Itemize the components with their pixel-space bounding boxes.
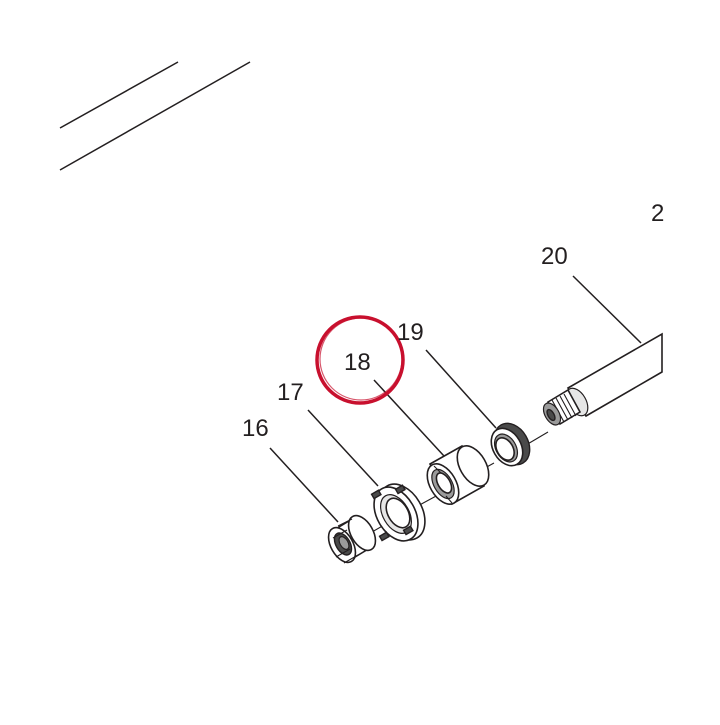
adjacent-part-edge: [59, 61, 251, 171]
label-19: 19: [397, 319, 424, 346]
part-19-ring: [490, 422, 531, 467]
part-labels: 16 17 18 19 20 2: [242, 200, 664, 442]
leader-20: [572, 275, 642, 344]
label-17: 17: [277, 379, 304, 406]
part-18-sleeve: [426, 444, 490, 506]
leader-17: [307, 409, 379, 487]
label-16: 16: [242, 415, 269, 442]
label-18: 18: [344, 349, 371, 376]
leader-18: [373, 379, 445, 457]
label-20: 20: [541, 243, 568, 270]
highlight-marker: [315, 315, 405, 405]
leader-16: [269, 447, 339, 523]
part-16-knurled-nut: [327, 514, 377, 564]
part-17-lock-ring: [370, 483, 426, 542]
leader-19: [425, 349, 497, 429]
label-21-partial: 2: [651, 200, 664, 227]
highlight-circle: [315, 315, 405, 405]
part-20-shaft: [542, 332, 663, 426]
